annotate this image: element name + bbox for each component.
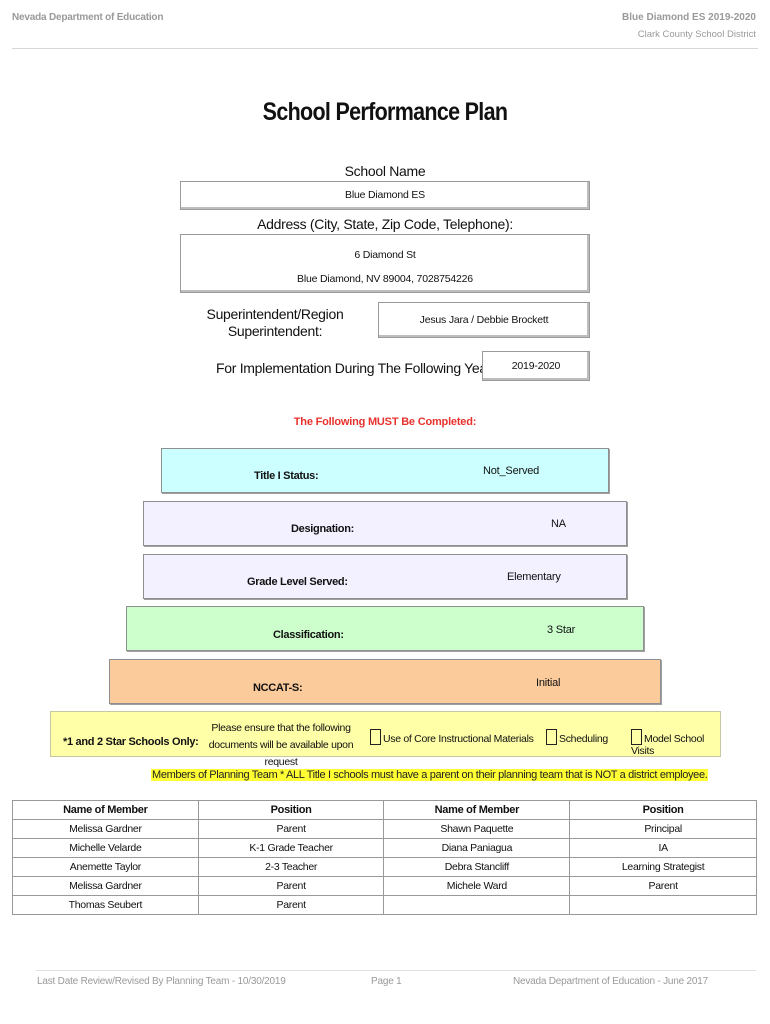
- nccat-s-value: Initial: [536, 677, 561, 689]
- address-field[interactable]: 6 Diamond St Blue Diamond, NV 89004, 702…: [180, 234, 590, 293]
- model-school-visits-label: Model School Visits: [631, 733, 705, 757]
- superintendent-label: Superintendent/Region Superintendent:: [200, 306, 350, 340]
- planning-team-note: Members of Planning Team * ALL Title I s…: [151, 769, 709, 781]
- grade-level-value: Elementary: [507, 571, 561, 583]
- header-school-year: Blue Diamond ES 2019-2020: [622, 12, 756, 23]
- superintendent-label-line2: Superintendent:: [227, 323, 323, 339]
- implementation-years-label: For Implementation During The Following …: [216, 360, 502, 376]
- table-row: Anemette Taylor 2-3 Teacher Debra Stancl…: [12, 857, 757, 877]
- address-line-2: Blue Diamond, NV 89004, 7028754226: [297, 273, 473, 285]
- implementation-years-field[interactable]: 2019-2020: [482, 351, 590, 381]
- title-i-status-label: Title I Status:: [254, 470, 319, 482]
- nccat-s-band[interactable]: NCCAT-S: Initial: [109, 659, 661, 704]
- school-name-label: School Name: [344, 163, 426, 179]
- scheduling-label: Scheduling: [559, 733, 608, 745]
- table-row: Melissa Gardner Parent Michele Ward Pare…: [12, 876, 757, 896]
- grade-level-band[interactable]: Grade Level Served: Elementary: [143, 554, 627, 599]
- table-cell[interactable]: Michele Ward: [383, 876, 571, 896]
- footer-divider: [36, 970, 756, 971]
- col-position-2: Position: [569, 800, 757, 820]
- table-cell[interactable]: Parent: [197, 819, 385, 839]
- star-schools-label: *1 and 2 Star Schools Only:: [63, 736, 199, 748]
- core-materials-checkbox[interactable]: Use of Core Instructional Materials: [370, 729, 534, 745]
- classification-value: 3 Star: [547, 624, 576, 636]
- scheduling-checkbox[interactable]: Scheduling: [546, 729, 608, 745]
- footer-page-number: Page 1: [371, 976, 402, 987]
- table-cell[interactable]: IA: [569, 838, 757, 858]
- table-cell[interactable]: 2-3 Teacher: [197, 857, 385, 877]
- table-cell[interactable]: Melissa Gardner: [12, 819, 199, 839]
- planning-team-table: Name of Member Position Name of Member P…: [12, 800, 757, 915]
- header-district: Clark County School District: [637, 29, 756, 40]
- header-department: Nevada Department of Education: [12, 12, 164, 23]
- designation-value: NA: [551, 518, 566, 530]
- star-schools-row: *1 and 2 Star Schools Only: Please ensur…: [50, 711, 721, 768]
- header-school-info: Blue Diamond ES 2019-2020 Clark County S…: [622, 12, 756, 40]
- table-header-row: Name of Member Position Name of Member P…: [12, 800, 757, 820]
- school-name-field[interactable]: Blue Diamond ES: [180, 181, 590, 210]
- checkbox-icon: [370, 729, 381, 745]
- designation-band[interactable]: Designation: NA: [143, 501, 627, 546]
- address-line-1: 6 Diamond St: [354, 249, 416, 261]
- table-cell[interactable]: Principal: [569, 819, 757, 839]
- page-title: School Performance Plan: [262, 98, 508, 126]
- table-row: Michelle Velarde K-1 Grade Teacher Diana…: [12, 838, 757, 858]
- checkbox-icon: [631, 729, 642, 745]
- title-i-status-band[interactable]: Title I Status: Not_Served: [161, 448, 609, 493]
- table-row: Melissa Gardner Parent Shawn Paquette Pr…: [12, 819, 757, 839]
- title-i-status-value: Not_Served: [483, 465, 540, 477]
- table-cell[interactable]: Michelle Velarde: [12, 838, 199, 858]
- table-cell[interactable]: Anemette Taylor: [12, 857, 199, 877]
- classification-label: Classification:: [273, 629, 344, 641]
- col-name-of-member-2: Name of Member: [383, 800, 571, 820]
- col-position: Position: [197, 800, 385, 820]
- core-materials-label: Use of Core Instructional Materials: [383, 733, 534, 745]
- table-cell[interactable]: Debra Stancliff: [383, 857, 571, 877]
- star-schools-note-line1: Please ensure that the following: [211, 722, 351, 734]
- table-cell[interactable]: Melissa Gardner: [12, 876, 199, 896]
- model-school-visits-checkbox[interactable]: Model School Visits: [631, 729, 720, 757]
- superintendent-field[interactable]: Jesus Jara / Debbie Brockett: [378, 302, 590, 338]
- must-complete-notice: The Following MUST Be Completed:: [293, 416, 477, 428]
- classification-band[interactable]: Classification: 3 Star: [126, 606, 644, 651]
- footer-source: Nevada Department of Education - June 20…: [512, 976, 708, 987]
- header-divider: [12, 48, 758, 49]
- star-schools-note-line2: documents will be available upon request: [208, 739, 354, 768]
- col-name-of-member: Name of Member: [12, 800, 199, 820]
- table-cell[interactable]: K-1 Grade Teacher: [197, 838, 385, 858]
- table-cell[interactable]: [383, 895, 571, 915]
- table-cell[interactable]: Parent: [569, 876, 757, 896]
- address-label: Address (City, State, Zip Code, Telephon…: [257, 216, 513, 232]
- star-schools-note: Please ensure that the following documen…: [191, 720, 371, 771]
- table-cell[interactable]: Parent: [197, 895, 385, 915]
- table-row: Thomas Seubert Parent: [12, 895, 757, 915]
- table-cell[interactable]: Diana Paniagua: [383, 838, 571, 858]
- table-cell[interactable]: [569, 895, 757, 915]
- nccat-s-label: NCCAT-S:: [253, 682, 303, 694]
- table-cell[interactable]: Thomas Seubert: [12, 895, 199, 915]
- table-cell[interactable]: Shawn Paquette: [383, 819, 571, 839]
- grade-level-label: Grade Level Served:: [247, 576, 348, 588]
- footer-review-date: Last Date Review/Revised By Planning Tea…: [37, 976, 286, 987]
- designation-label: Designation:: [291, 523, 355, 535]
- table-cell[interactable]: Learning Strategist: [569, 857, 757, 877]
- superintendent-label-line1: Superintendent/Region: [206, 306, 344, 322]
- table-cell[interactable]: Parent: [197, 876, 385, 896]
- checkbox-icon: [546, 729, 557, 745]
